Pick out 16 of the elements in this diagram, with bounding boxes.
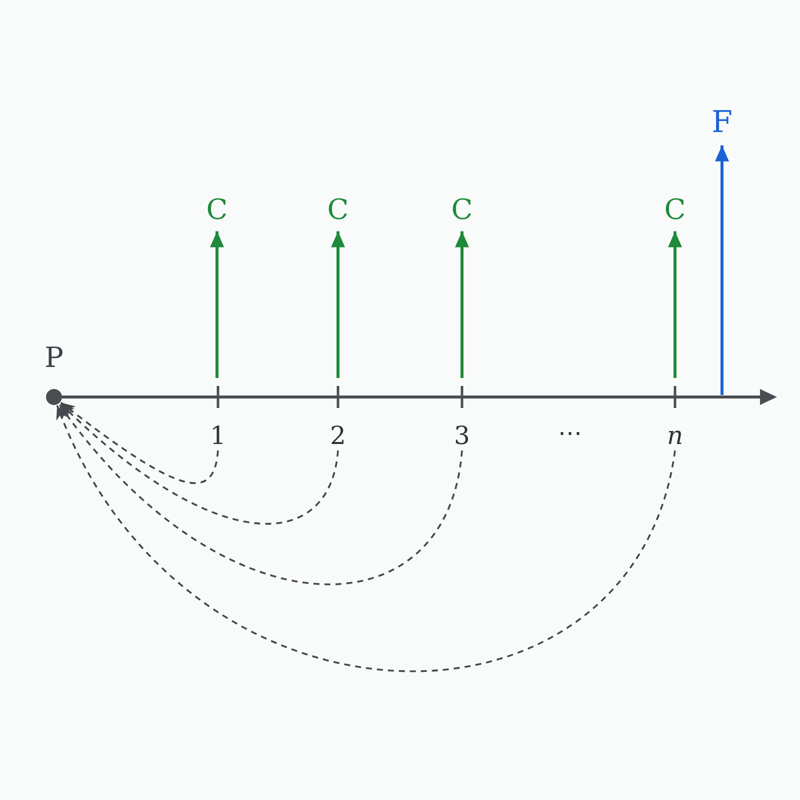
- curved-arrow: [60, 402, 219, 484]
- arrow-label: C: [206, 196, 228, 224]
- period-number: 2: [330, 422, 346, 448]
- start-dot-icon: [46, 389, 62, 405]
- period-number: n: [666, 422, 684, 448]
- curved-arrow: [56, 405, 676, 672]
- curved-arrow: [58, 404, 463, 585]
- point-label: P: [44, 344, 64, 372]
- curved-arrow: [60, 402, 339, 524]
- period-number: 3: [454, 422, 470, 448]
- period-number: 1: [210, 422, 226, 448]
- arrow-label: F: [712, 108, 732, 138]
- arrow-label: C: [451, 196, 473, 224]
- arrow-label: C: [664, 196, 686, 224]
- arrow-label: C: [327, 196, 349, 224]
- ellipsis: ⋯: [558, 420, 582, 445]
